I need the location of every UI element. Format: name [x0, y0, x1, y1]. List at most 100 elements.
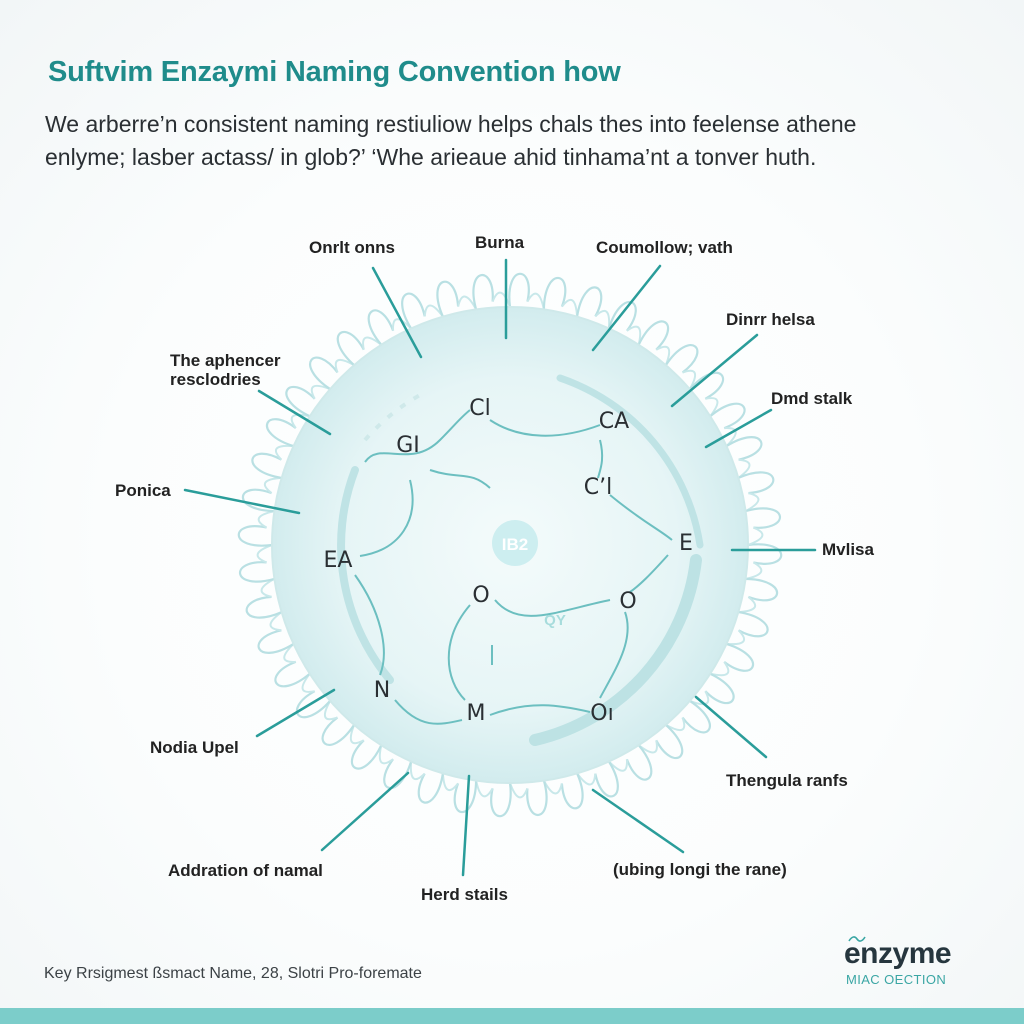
- membrane-scallop: [664, 344, 699, 374]
- membrane-scallop: [241, 488, 275, 513]
- membrane-loop: [274, 444, 294, 461]
- membrane-loop: [409, 761, 426, 781]
- intro-line-2: enlyme; lasber actass/ in glob?’ ‘Whe ar…: [45, 144, 817, 170]
- membrane-scallop: [257, 629, 295, 654]
- membrane-scallop: [725, 436, 763, 461]
- membrane-loop: [362, 336, 382, 350]
- membrane-loop: [745, 492, 760, 512]
- node-label-n: N: [374, 678, 390, 703]
- membrane-scallop: [309, 356, 339, 391]
- connector-cl-ca: [489, 419, 601, 437]
- membrane-loop: [257, 510, 275, 529]
- callout-bottom-right: (ubing longi the rane): [613, 860, 787, 879]
- membrane-scallop: [637, 320, 670, 351]
- membrane-loop: [441, 773, 459, 792]
- connector-n-m: [394, 699, 463, 725]
- membrane-loop: [509, 782, 529, 799]
- inner-arc-left: [337, 466, 394, 684]
- callout-right-mid: Mvlisa: [822, 540, 874, 559]
- membrane-scallop: [745, 577, 779, 602]
- connector-gi-cl: [364, 409, 471, 463]
- leader-right-upper: [704, 408, 773, 449]
- connector-o-oi: [599, 611, 629, 699]
- membrane-loop: [256, 544, 273, 564]
- membrane-scallop: [723, 642, 755, 672]
- membrane-loop: [378, 744, 394, 765]
- membrane-scallop: [490, 782, 512, 818]
- membrane-scallop: [655, 724, 684, 760]
- membrane-scallop: [745, 507, 782, 529]
- membrane-loop: [263, 476, 282, 494]
- callout-left-upper-line-2: resclodries: [170, 370, 261, 389]
- callout-right-lower: Thengula ranfs: [726, 771, 848, 790]
- membrane-scallop: [472, 273, 494, 310]
- callout-right-upper: Dmd stalk: [771, 389, 853, 408]
- callout-top-right: Coumollow; vath: [596, 238, 733, 257]
- leader-bottom-right: [591, 788, 685, 854]
- connector-m-oi: [489, 704, 591, 716]
- intro-line-1: We arberre’n consistent naming restiulio…: [45, 111, 857, 137]
- node-label-cl: Cl: [469, 396, 490, 421]
- membrane-loop: [655, 345, 671, 366]
- membrane-loop: [423, 304, 444, 318]
- membrane-scallop: [321, 716, 356, 746]
- node-label-gi: GI: [396, 433, 420, 458]
- membrane-scallop: [336, 330, 365, 366]
- membrane-scallop: [350, 739, 383, 770]
- membrane-scallop: [417, 773, 444, 804]
- center-label: IB2: [502, 535, 528, 554]
- membrane-loop: [392, 318, 412, 331]
- callout-left-upper-line-1: The aphencer: [170, 351, 281, 370]
- callout-left-upper: The aphencer resclodries: [170, 351, 281, 389]
- membrane-loop: [608, 759, 628, 772]
- membrane-scallop: [689, 371, 725, 400]
- connector-ea-n: [354, 574, 385, 676]
- membrane-scallop: [251, 452, 282, 479]
- membrane-scallop: [295, 690, 331, 719]
- membrane-scallop: [560, 772, 584, 810]
- qy-label: QY: [544, 612, 566, 629]
- membrane-scallop: [542, 276, 567, 310]
- callout-left-mid: Ponica: [115, 481, 171, 500]
- callout-bottom-mid: Herd stails: [421, 885, 508, 904]
- membrane-loop: [301, 673, 315, 693]
- membrane-scallop: [594, 760, 619, 798]
- leader-upper-right: [670, 333, 759, 408]
- logo-wave-icon: [848, 936, 866, 942]
- callout-left-lower: Nodia Upel: [150, 738, 239, 757]
- membrane-loop: [594, 309, 611, 329]
- connector-o-o: [494, 599, 611, 617]
- inner-arc-lower-right: [529, 554, 702, 746]
- callout-top-mid: Burna: [475, 233, 525, 252]
- membrane-scallop: [453, 780, 478, 814]
- membrane-scallops: [237, 272, 783, 818]
- membrane-loop: [709, 661, 730, 677]
- membrane-loop: [290, 413, 311, 429]
- node-label-ea: EA: [324, 548, 353, 573]
- membrane-loop: [349, 724, 365, 745]
- node-label-e: E: [679, 531, 693, 556]
- membrane-loop: [475, 780, 494, 798]
- membrane-scallop: [738, 611, 769, 638]
- connector-ca-ci: [597, 439, 604, 479]
- connector-e-o: [629, 554, 669, 593]
- node-labels: Cl GI CA C’l EA E O O N M Oı: [324, 396, 693, 726]
- membrane-loop: [638, 740, 658, 754]
- membrane-scallop: [367, 309, 395, 346]
- node-label-m: M: [467, 701, 486, 726]
- node-label-o-left: O: [472, 583, 489, 608]
- membrane-loop: [543, 780, 563, 795]
- membrane-loop: [283, 643, 296, 663]
- node-connectors: [354, 409, 673, 725]
- leader-left-mid: [183, 488, 301, 515]
- membrane-scallop: [238, 561, 275, 583]
- membrane-scallop: [265, 418, 297, 448]
- membrane-loop: [491, 291, 511, 308]
- membrane-scallop: [681, 699, 711, 734]
- callout-top-left: Onrlt onns: [309, 238, 395, 257]
- membrane-scallop: [526, 780, 548, 817]
- leader-right-lower: [694, 695, 768, 759]
- brand-logo: enzyme MIAC OECTION: [840, 935, 980, 995]
